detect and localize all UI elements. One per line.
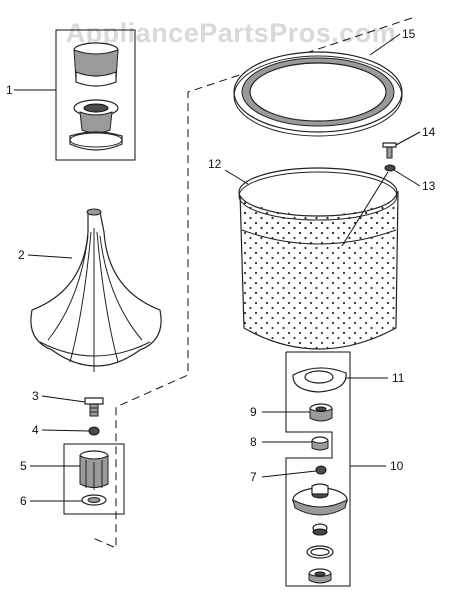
callout-3: 3 bbox=[32, 389, 39, 403]
callout-12: 12 bbox=[208, 157, 222, 171]
callout-2: 2 bbox=[18, 248, 25, 262]
part-13-washer bbox=[384, 164, 396, 172]
part-11-gasket bbox=[292, 367, 347, 393]
part-10-bearing bbox=[308, 568, 332, 584]
callout-9: 9 bbox=[250, 405, 257, 419]
part-3-bolt bbox=[84, 397, 104, 417]
part-2-agitator bbox=[30, 208, 162, 372]
callout-4: 4 bbox=[32, 423, 39, 437]
assembly-dashed-line bbox=[92, 17, 413, 549]
leader-2 bbox=[27, 254, 73, 259]
part-8-nut bbox=[311, 436, 329, 451]
part-10-hub bbox=[292, 483, 348, 516]
part-5-drive-block bbox=[79, 450, 109, 490]
part-9-nut bbox=[309, 403, 333, 422]
part-15-balance-ring bbox=[233, 51, 403, 137]
part-1-box bbox=[55, 29, 136, 161]
leader-13 bbox=[393, 169, 421, 187]
part-1-agitator-cap bbox=[73, 42, 119, 87]
part-7-nut bbox=[315, 465, 327, 475]
leader-12 bbox=[224, 169, 249, 185]
leader-4 bbox=[41, 429, 90, 432]
callout-1: 1 bbox=[6, 83, 13, 97]
part-10-spacer bbox=[312, 523, 328, 536]
leader-13-basket bbox=[341, 171, 389, 247]
callout-6: 6 bbox=[20, 494, 27, 508]
callout-8: 8 bbox=[250, 435, 257, 449]
leader-3 bbox=[41, 395, 86, 403]
callout-10: 10 bbox=[390, 459, 404, 473]
leader-15 bbox=[369, 33, 401, 56]
part-10-box bbox=[285, 351, 351, 587]
callout-5: 5 bbox=[20, 459, 27, 473]
part-10-ring bbox=[306, 545, 334, 559]
callout-11: 11 bbox=[392, 371, 405, 385]
leader-7 bbox=[261, 470, 317, 478]
part-1-agitator-insert bbox=[69, 99, 123, 151]
part-5-6-box bbox=[63, 443, 125, 515]
callout-15: 15 bbox=[402, 27, 416, 41]
callout-13: 13 bbox=[422, 179, 436, 193]
part-12-spin-basket bbox=[238, 167, 399, 350]
part-4-washer bbox=[88, 426, 100, 436]
callout-7: 7 bbox=[250, 470, 257, 484]
leader-14 bbox=[395, 131, 421, 146]
part-6-seal bbox=[81, 494, 107, 506]
part-14-screw bbox=[382, 142, 397, 159]
watermark: AppliancePartsPros.com bbox=[66, 18, 397, 48]
callout-14: 14 bbox=[422, 125, 436, 139]
